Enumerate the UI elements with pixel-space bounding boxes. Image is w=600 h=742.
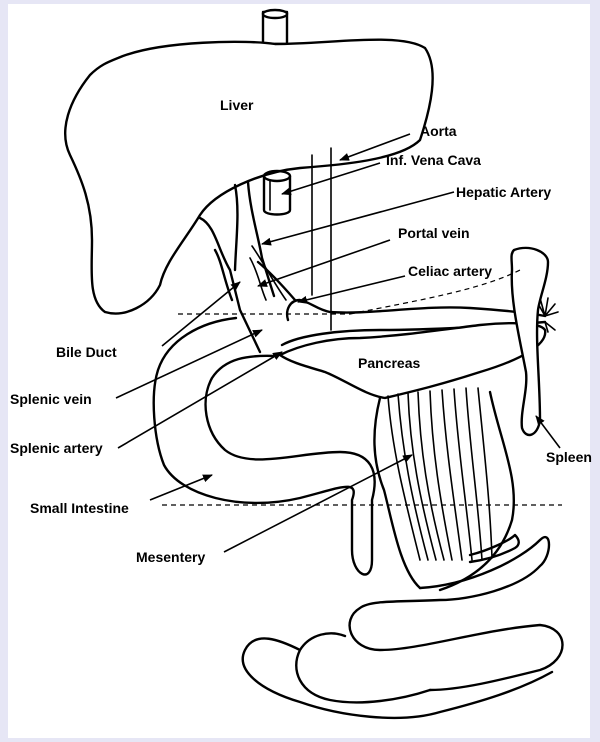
label-splenic-artery: Splenic artery [10,440,103,456]
label-inf-vena-cava: Inf. Vena Cava [386,152,481,168]
label-liver: Liver [220,97,254,113]
label-celiac-artery: Celiac artery [408,263,492,279]
intestine-loop-upper [350,537,563,690]
leader-celiac-artery [298,276,405,302]
leader-splenic-artery [118,352,282,448]
label-small-intestine: Small Intestine [30,500,129,516]
label-spleen: Spleen [546,449,592,465]
label-splenic-vein: Splenic vein [10,391,92,407]
leader-small-intestine [150,475,212,500]
splenic-vessel-upper [287,300,545,320]
label-aorta: Aorta [420,123,457,139]
portal-vein-branch [250,246,286,300]
label-portal-vein: Portal vein [398,225,470,241]
leader-splenic-vein [116,330,262,398]
bile-duct-vessels [200,182,295,352]
leader-bile-duct [162,282,240,346]
label-pancreas: Pancreas [358,355,420,371]
mesentery-lines [388,388,492,560]
label-hepatic-artery: Hepatic Artery [456,184,551,200]
intestine-loop-s [470,535,519,562]
label-bile-duct: Bile Duct [56,344,117,360]
leader-spleen [536,416,560,448]
aorta-stub-top [263,10,287,18]
intestine-loop-lower [243,633,552,718]
label-mesentery: Mesentery [136,549,205,565]
leader-portal-vein [258,240,390,286]
liver [65,40,432,314]
